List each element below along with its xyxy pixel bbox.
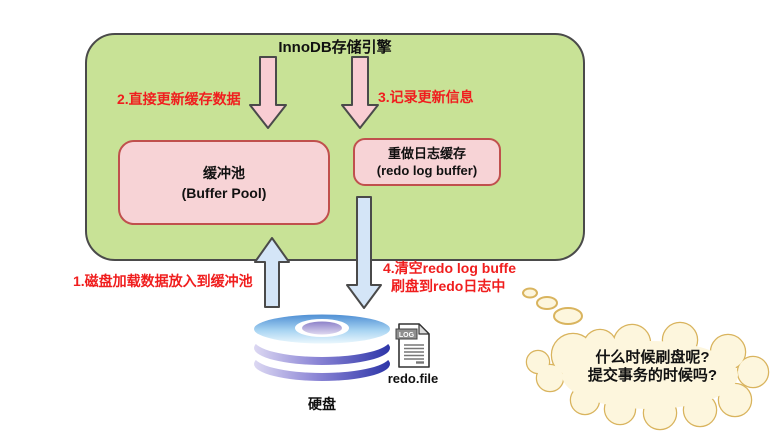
- diagram-title: InnoDB存储引擎: [278, 39, 392, 56]
- arrow-record-update-info: [341, 56, 379, 129]
- arrow-flush-redo-to-disk: [346, 196, 382, 309]
- step4-line1: 4.清空redo log buffe: [383, 260, 516, 276]
- log-badge-text: LOG: [399, 332, 415, 339]
- redo-buffer-name-en: (redo log buffer): [376, 163, 478, 178]
- thought-cloud: [525, 321, 770, 431]
- thought-trail-dots: [522, 287, 583, 325]
- redo-file-label: redo.file: [387, 371, 439, 386]
- step3-label: 3.记录更新信息: [378, 89, 474, 105]
- thought-bubble-text: 什么时候刷盘呢? 提交事务的时候吗?: [545, 349, 760, 385]
- step4-line2: 刷盘到redo日志中: [391, 278, 506, 294]
- buffer-pool-name-cn: 缓冲池: [203, 164, 245, 181]
- step1-label: 1.磁盘加载数据放入到缓冲池: [73, 273, 253, 289]
- buffer-pool-name-en: (Buffer Pool): [181, 184, 267, 201]
- arrow-load-from-disk: [254, 237, 290, 308]
- hard-disk-icon: [254, 314, 390, 381]
- hard-disk-label: 硬盘: [308, 396, 336, 412]
- thought-bubble-line1: 什么时候刷盘呢?: [595, 349, 710, 366]
- step2-label: 2.直接更新缓存数据: [117, 91, 241, 107]
- redo-log-buffer-box: 重做日志缓存 (redo log buffer): [353, 138, 501, 186]
- step4-label: 4.清空redo log buffe 刷盘到redo日志中: [383, 259, 516, 295]
- redo-log-file-icon: LOG: [395, 323, 430, 368]
- thought-bubble-line2: 提交事务的时候吗?: [587, 367, 718, 384]
- buffer-pool-box: 缓冲池 (Buffer Pool): [118, 140, 330, 225]
- redo-buffer-name-cn: 重做日志缓存: [387, 146, 466, 161]
- arrow-update-buffer-pool: [249, 56, 287, 129]
